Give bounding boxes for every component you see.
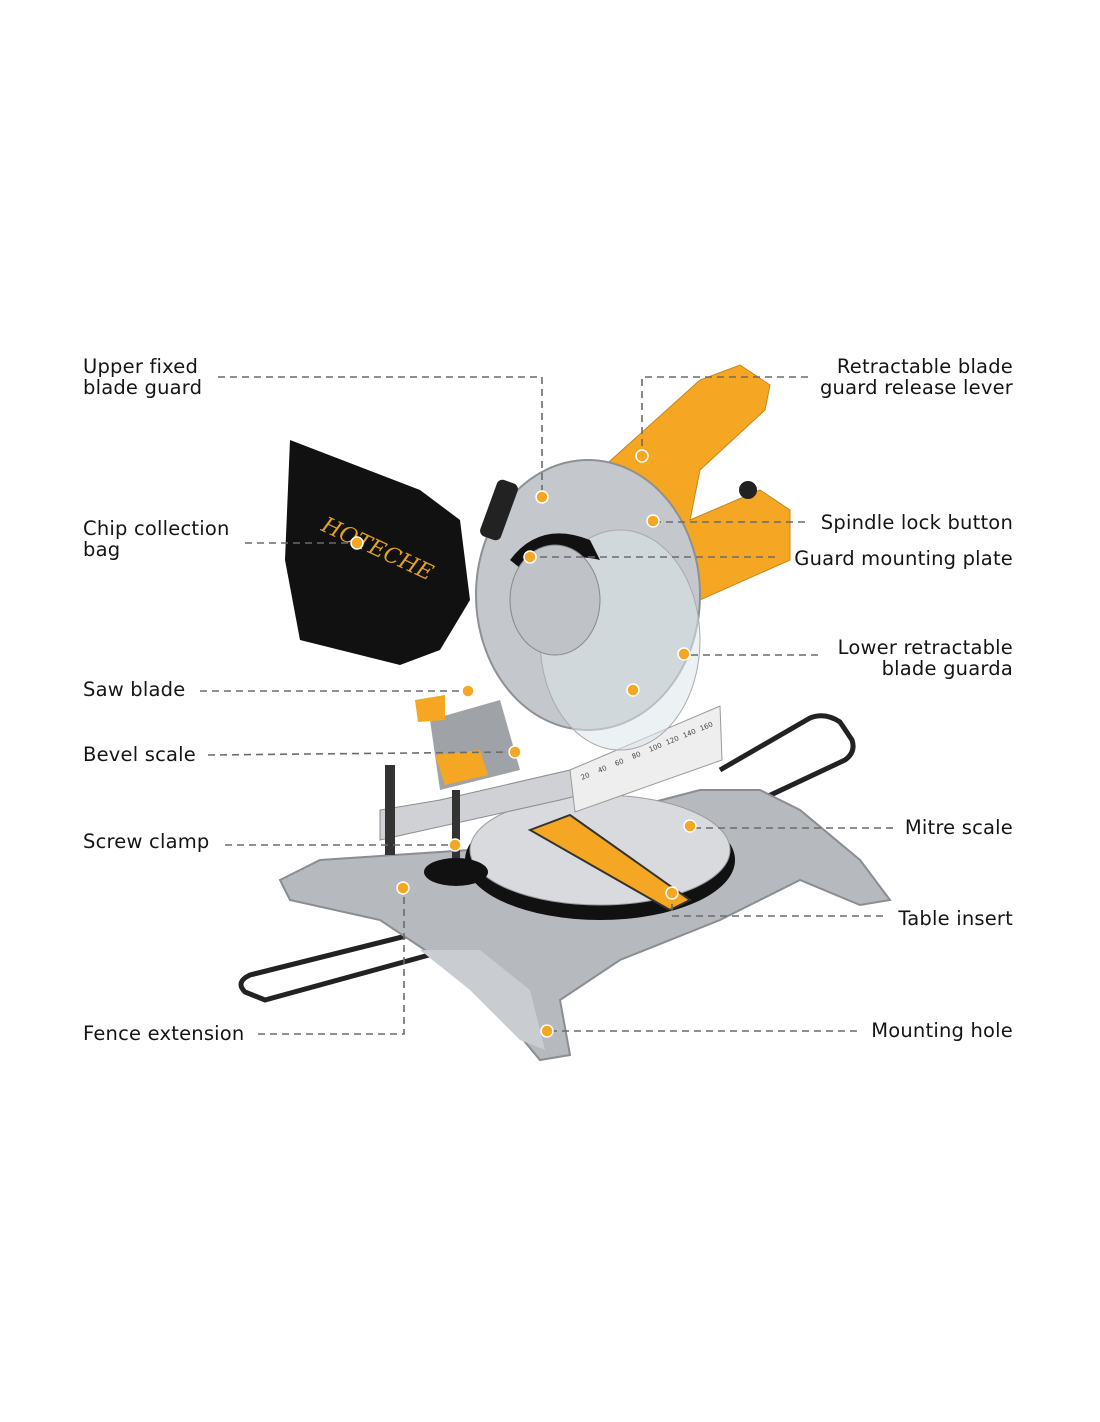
fence-scale-tick-label: 80 (631, 750, 642, 761)
label-fence-extension: Fence extension (83, 1022, 245, 1045)
fence-scale-tick-label: 60 (614, 757, 625, 768)
chip-collection-bag-shape (285, 440, 470, 665)
motor-vent (739, 481, 757, 499)
bevel-knob (435, 750, 488, 785)
screw-clamp-pad (424, 858, 488, 886)
front-leg (420, 950, 545, 1050)
guard-mounting-plate-shape (509, 544, 601, 656)
label-table-insert: Table insert (898, 907, 1013, 930)
fence-scale-plate (569, 705, 723, 813)
fence-scale-tick-label: 40 (597, 764, 608, 775)
label-spindle-lock-button: Spindle lock button (820, 511, 1013, 534)
fence-scale-tick-label: 20 (580, 771, 591, 782)
label-bevel-scale: Bevel scale (83, 743, 196, 766)
bevel-lock (415, 695, 445, 722)
leader-lines (200, 376, 893, 1035)
label-mounting-hole: Mounting hole (871, 1019, 1013, 1042)
guard-logo-badge (480, 479, 518, 541)
callout-dots (350, 449, 697, 1038)
right-extension-rod (718, 713, 856, 803)
label-screw-clamp: Screw clamp (83, 830, 210, 853)
label-guard-mounting-plate: Guard mounting plate (794, 547, 1013, 570)
left-extension-rod (238, 927, 441, 1003)
label-saw-blade: Saw blade (83, 678, 186, 701)
clamp-post (385, 765, 395, 855)
screw-clamp-rod (452, 790, 460, 870)
label-mitre-scale: Mitre scale (904, 816, 1013, 839)
table-insert-shape (527, 813, 692, 912)
